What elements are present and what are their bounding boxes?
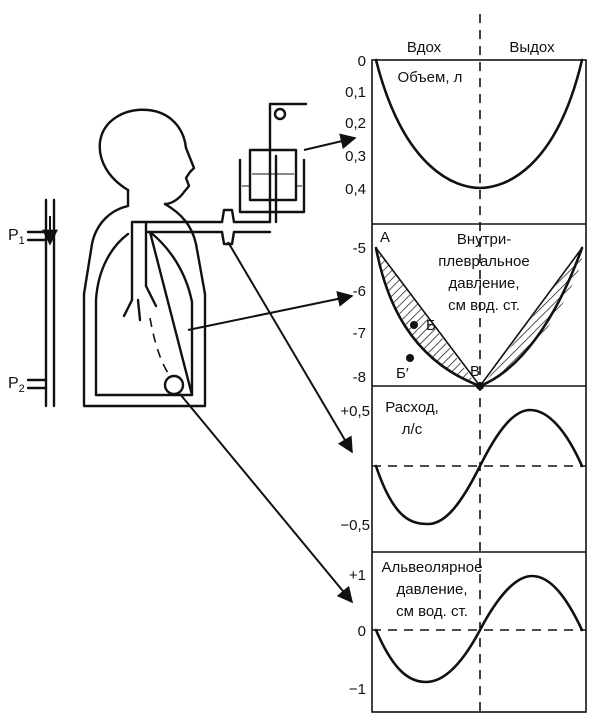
volume-tick: 0,2 (345, 115, 366, 132)
pleural-tick: -5 (353, 240, 366, 257)
arrow-alveolar (179, 393, 354, 604)
flow-panel: Расход, л/с +0,5 −0,5 (340, 399, 586, 534)
alveolar-tick: +1 (349, 567, 366, 584)
svg-text:Внутри-: Внутри- (457, 231, 511, 248)
volume-tick: 0,4 (345, 181, 366, 198)
point-b-prime-label: Б′ (396, 365, 409, 382)
volume-panel: Объем, л 0 0,1 0,2 0,3 0,4 (345, 53, 584, 198)
point-v-marker (476, 382, 484, 390)
pulley-icon (273, 107, 287, 121)
torso-outline (82, 188, 207, 408)
svg-text:см вод. ст.: см вод. ст. (448, 297, 520, 314)
connector-arrows (179, 133, 357, 604)
alveolar-tick: −1 (349, 681, 366, 698)
pressure-gauge: P1 P2 (8, 198, 58, 408)
svg-text:давление,: давление, (397, 581, 468, 598)
arrow-flow (227, 241, 353, 454)
svg-text:см вод. ст.: см вод. ст. (396, 603, 468, 620)
volume-tick: 0,1 (345, 84, 366, 101)
svg-text:Альвеолярное: Альвеолярное (382, 559, 483, 576)
pleural-tick: -6 (353, 283, 366, 300)
spirometer-tank (238, 148, 306, 214)
svg-text:давление,: давление, (449, 275, 520, 292)
point-b-prime-marker (406, 354, 414, 362)
flow-curve (374, 408, 584, 526)
p1-label: P1 (8, 227, 25, 247)
pleural-tick: -7 (353, 325, 366, 342)
point-v-label: В (470, 363, 480, 380)
flow-tick: +0,5 (340, 403, 370, 420)
charts-column: Вдох Выдох Объем, л 0 0,1 0,2 0,3 0,4 (340, 14, 587, 713)
flow-tick: −0,5 (340, 517, 370, 534)
svg-text:Расход,: Расход, (385, 399, 439, 416)
volume-tick: 0,3 (345, 148, 366, 165)
inhale-label: Вдох (407, 39, 442, 56)
bronchi (122, 284, 158, 322)
volume-tick: 0 (358, 53, 366, 70)
point-b-marker (410, 321, 418, 329)
human-figure (82, 108, 224, 408)
pleural-curve-inhale (374, 246, 482, 388)
head-outline (98, 108, 196, 206)
pleural-title: Внутри- плевральное давление, см вод. ст… (438, 231, 529, 314)
alveolar-panel: Альвеолярное давление, см вод. ст. +1 0 … (349, 559, 586, 698)
lung-outline (94, 230, 194, 397)
point-a-label: А (380, 229, 390, 246)
exhale-label: Выдох (509, 39, 555, 56)
pleural-tick: -8 (353, 369, 366, 386)
alveolus-icon (163, 374, 185, 396)
p2-label: P2 (8, 375, 25, 395)
flow-title: Расход, л/с (385, 399, 439, 438)
flow-meter (220, 102, 308, 246)
svg-text:плевральное: плевральное (438, 253, 529, 270)
arrow-volume (303, 133, 357, 151)
trachea (130, 220, 224, 302)
alveolar-title: Альвеолярное давление, см вод. ст. (382, 559, 483, 620)
volume-title: Объем, л (398, 69, 463, 86)
airway-dashed (149, 317, 171, 377)
point-b-label: Б (426, 317, 436, 334)
alveolar-tick: 0 (358, 623, 366, 640)
volume-curve (374, 58, 584, 190)
pleural-panel: А Б Б′ В Внутри- плевральное давление, с… (353, 229, 584, 390)
alveolar-curve (374, 574, 584, 684)
svg-text:л/с: л/с (402, 421, 423, 438)
pleural-curve-exhale (478, 246, 584, 388)
